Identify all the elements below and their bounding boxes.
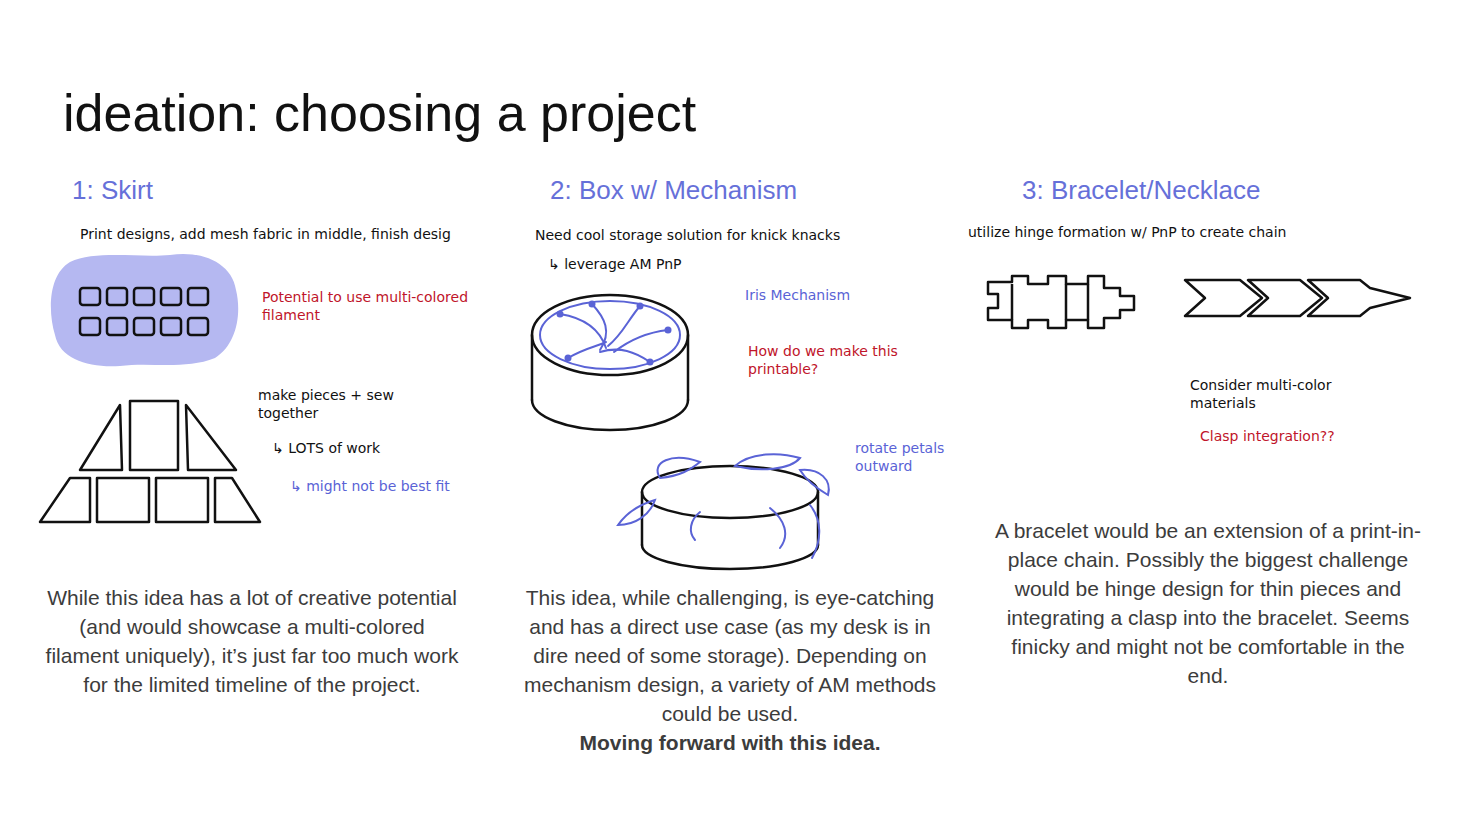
sketch-note: utilize hinge formation w/ PnP to create… — [968, 224, 1438, 242]
sketch-note: How do we make this printable? — [748, 343, 923, 378]
petal-box-sketch — [618, 454, 829, 569]
sketch-note: ↳ leverage AM PnP — [548, 256, 682, 274]
sketch-note: Iris Mechanism — [745, 287, 850, 305]
sketch-note: ↳ might not be best fit — [290, 478, 450, 496]
description-paragraph: This idea, while challenging, is eye-cat… — [515, 584, 945, 729]
sketch-note: Clasp integration?? — [1200, 428, 1335, 446]
column-heading: 1: Skirt — [72, 174, 153, 207]
column-heading: 3: Bracelet/Necklace — [1022, 174, 1260, 207]
column-heading: 2: Box w/ Mechanism — [550, 174, 797, 207]
decision-note: Moving forward with this idea. — [515, 729, 945, 758]
iris-box-sketch — [532, 295, 688, 430]
description-paragraph: A bracelet would be an extension of a pr… — [990, 517, 1426, 691]
sketch-note: Potential to use multi-colored filament — [262, 289, 477, 324]
sketch-note: rotate petals outward — [855, 440, 970, 475]
sketch-note: Need cool storage solution for knick kna… — [535, 227, 840, 245]
sketch-note: make pieces + sew together — [258, 387, 418, 422]
sketch-note: Print designs, add mesh fabric in middle… — [80, 226, 480, 244]
description-paragraph: While this idea has a lot of creative po… — [40, 584, 464, 700]
skirt-sketch — [40, 254, 260, 522]
chain-sketch — [988, 276, 1410, 328]
sketch-note: ↳ LOTS of work — [272, 440, 380, 458]
slide-title: ideation: choosing a project — [63, 84, 696, 144]
sketch-note: Consider multi-color materials — [1190, 377, 1380, 412]
